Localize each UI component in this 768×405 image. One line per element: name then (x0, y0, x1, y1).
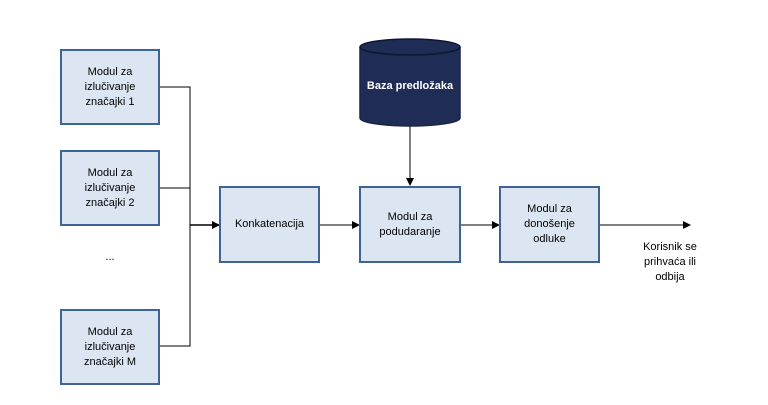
module-1-line1: Modul za (87, 65, 133, 78)
ellipsis: ... (105, 251, 115, 263)
module-2-line3: značajki 2 (85, 196, 135, 209)
output-line3: odbija (655, 271, 685, 283)
module-1-line3: značajki 1 (85, 95, 135, 108)
decision-line3: odluke (533, 233, 566, 245)
output-label: Korisnik se prihvaća ili odbija (630, 240, 710, 285)
feature-module-2: Modul za izlučivanje značajki 2 (60, 150, 160, 226)
matching-line1: Modul za (387, 210, 433, 223)
module-2-line1: Modul za (87, 166, 133, 179)
module-m-line2: izlučivanje (84, 340, 136, 353)
connector-module-1 (160, 86, 191, 225)
connector-module-2 (160, 187, 191, 225)
matching-line2: podudaranje (379, 225, 441, 238)
feature-module-1: Modul za izlučivanje značajki 1 (60, 49, 160, 125)
module-1-line2: izlučivanje (84, 80, 136, 93)
database-label: Baza predložaka (366, 80, 454, 92)
module-2-line2: izlučivanje (84, 181, 136, 194)
database-cylinder (359, 38, 461, 127)
connector-module-m (160, 225, 191, 347)
matching-module-box: Modul za podudaranje (359, 186, 461, 263)
output-line2: prihvaća ili (644, 256, 696, 268)
decision-line2: donošenje (524, 218, 575, 230)
concatenation-label: Konkatenacija (234, 218, 305, 230)
output-line1: Korisnik se (643, 241, 697, 253)
module-m-line1: Modul za (87, 325, 133, 338)
decision-line1: Modul za (527, 203, 572, 215)
decision-module-box: Modul za donošenje odluke (499, 186, 600, 263)
feature-module-m: Modul za izlučivanje značajki M (60, 309, 160, 385)
module-m-line3: značajki M (84, 355, 136, 368)
concatenation-box: Konkatenacija (219, 186, 320, 263)
